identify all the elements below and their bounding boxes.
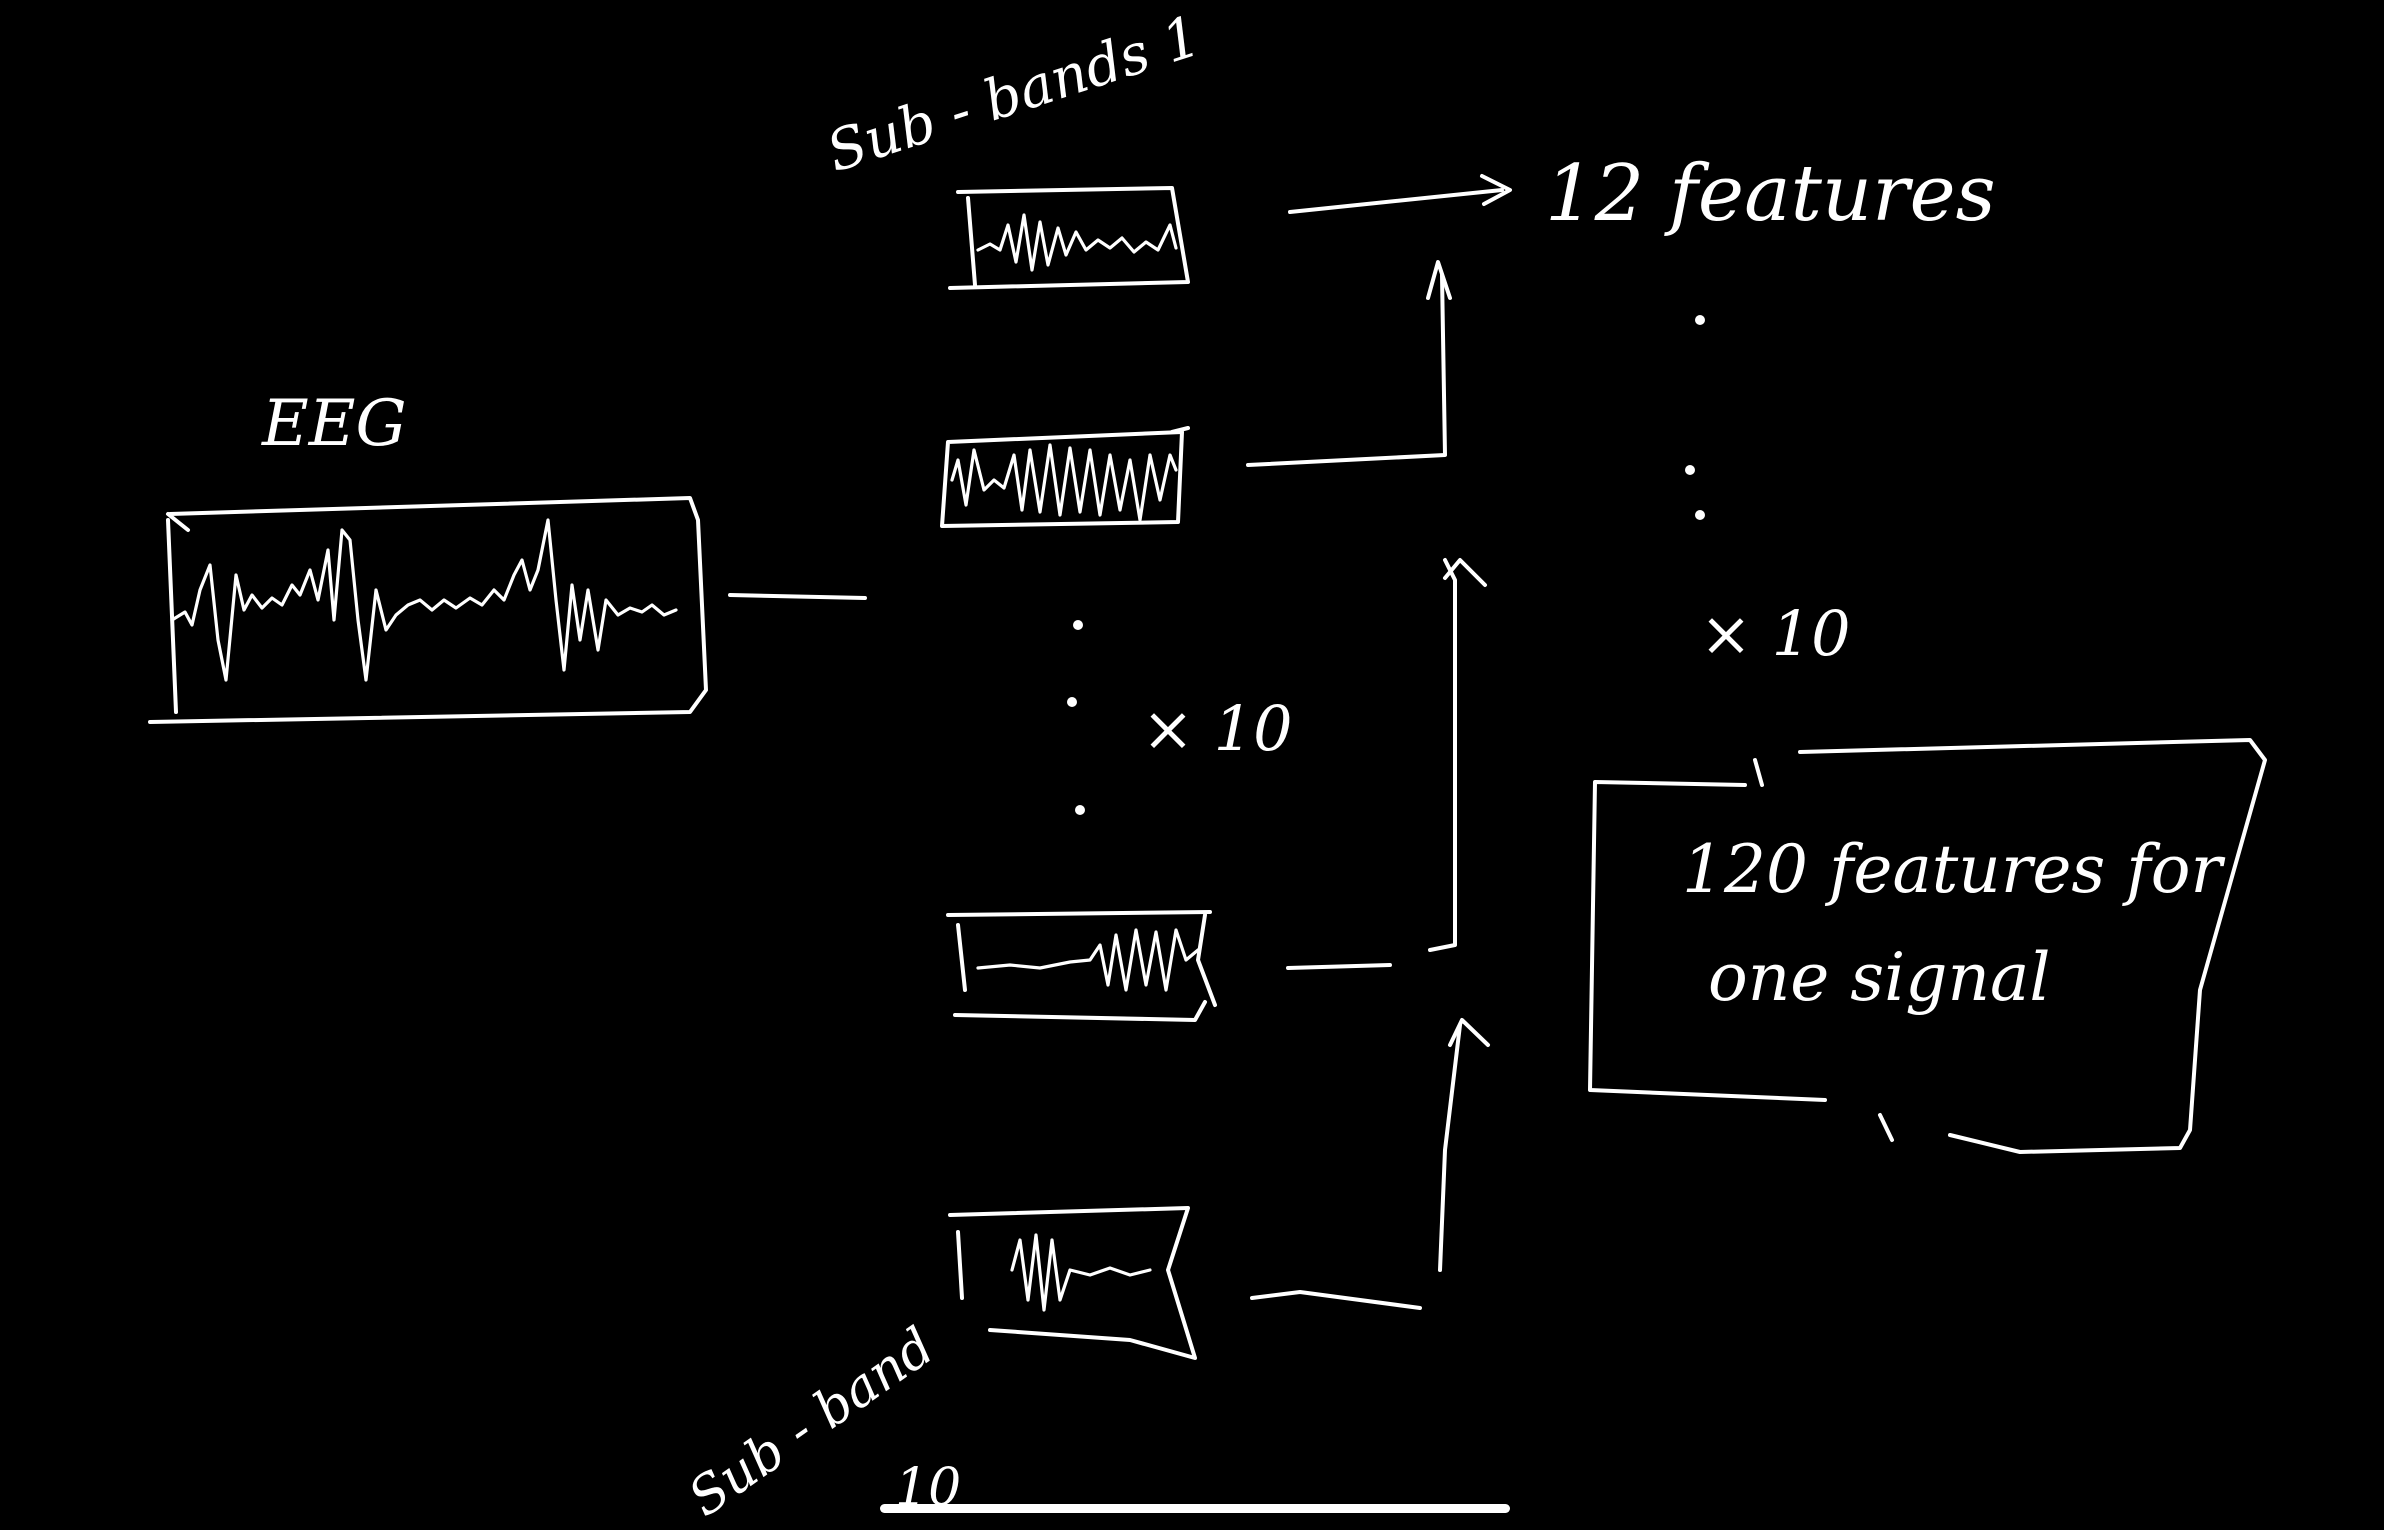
subbands-top-label: Sub - bands 1 bbox=[819, 4, 1208, 186]
features-120-box bbox=[1588, 738, 2267, 1154]
subband-box-2 bbox=[940, 426, 1190, 528]
ellipsis-dot bbox=[1067, 697, 1077, 707]
connector-subband-1 bbox=[1288, 174, 1512, 214]
ellipsis-dot bbox=[1685, 465, 1695, 475]
ellipsis-dot bbox=[1695, 510, 1705, 520]
home-indicator-bar[interactable] bbox=[880, 1504, 1510, 1513]
connector-subband-9 bbox=[1286, 558, 1487, 970]
subband-box-10 bbox=[948, 1206, 1197, 1360]
ellipsis-dot bbox=[1695, 315, 1705, 325]
connector-subband-2 bbox=[1246, 260, 1452, 467]
connector-subband-10 bbox=[1250, 1018, 1490, 1310]
box-line-2: one signal bbox=[1708, 939, 2050, 1016]
subband-box-1 bbox=[948, 186, 1190, 290]
eeg-signal-box bbox=[148, 496, 708, 724]
eeg-label: EEG bbox=[261, 387, 407, 461]
ellipsis-dot bbox=[1075, 805, 1085, 815]
features-12-label: 12 features bbox=[1545, 149, 1996, 239]
eeg-to-subbands-line bbox=[728, 593, 867, 600]
eeg-waveform bbox=[170, 518, 678, 682]
subband-box-9 bbox=[946, 910, 1217, 1022]
box-line-1: 120 features for bbox=[1682, 831, 2225, 908]
x10-right-label: × 10 bbox=[1700, 597, 1851, 670]
ellipsis-dot bbox=[1073, 620, 1083, 630]
x10-middle-label: × 10 bbox=[1142, 692, 1293, 765]
